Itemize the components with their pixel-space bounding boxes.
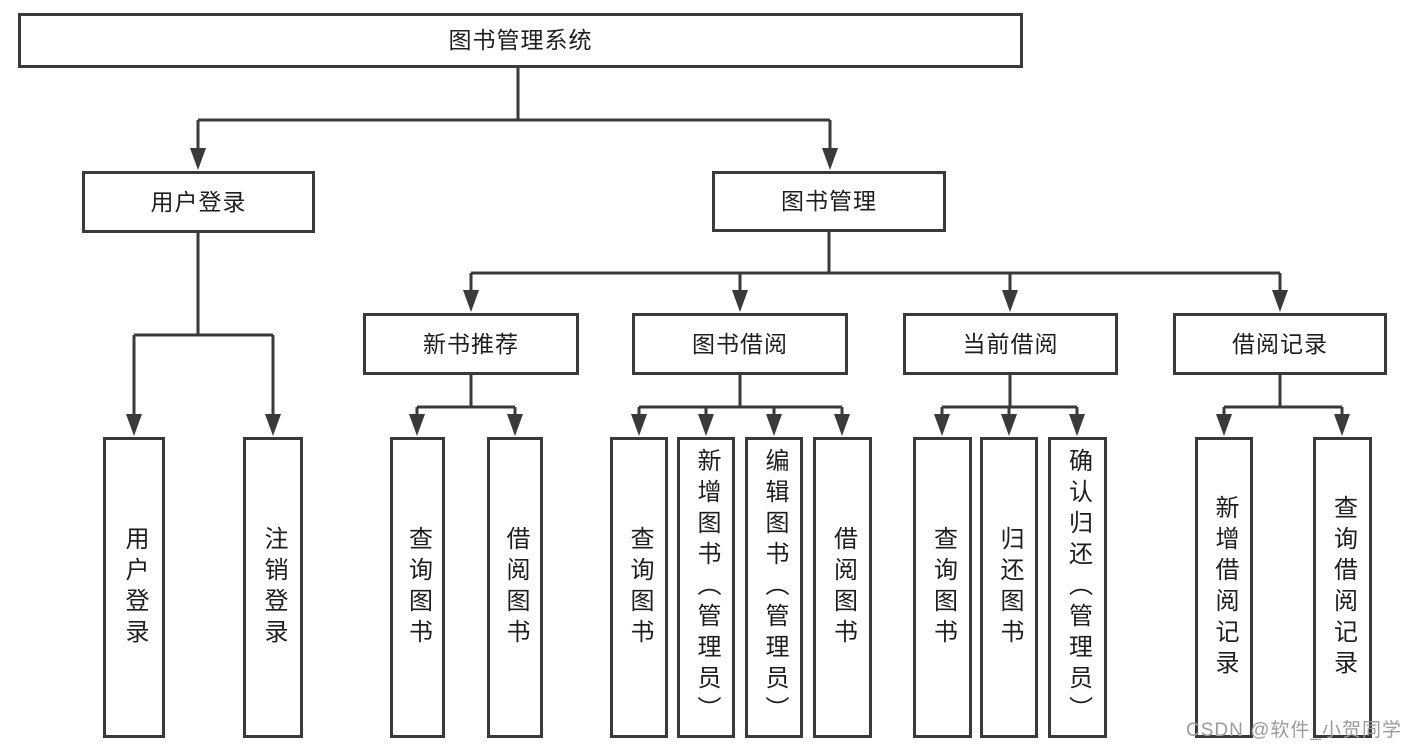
leaf-logout: 注销登录 (243, 437, 303, 738)
node-borrow-records: 借阅记录 (1173, 313, 1387, 375)
leaf-add-books-admin: 新增图书（管理员） (677, 437, 735, 738)
node-new-book-recommend: 新书推荐 (363, 313, 579, 375)
leaf-add-borrow-record: 新增借阅记录 (1195, 437, 1253, 738)
leaf-edit-books-admin: 编辑图书（管理员） (745, 437, 803, 738)
node-book-management: 图书管理 (712, 171, 946, 232)
leaf-borrow-books-recommend: 借阅图书 (487, 437, 543, 738)
leaf-query-books-borrow: 查询图书 (610, 437, 668, 738)
leaf-query-borrow-record: 查询借阅记录 (1313, 437, 1372, 738)
leaf-query-books-current: 查询图书 (913, 437, 972, 738)
node-book-borrow: 图书借阅 (632, 313, 848, 375)
leaf-borrow-books: 借阅图书 (813, 437, 872, 738)
csdn-watermark: CSDN @软件_小贺同学 (1186, 720, 1402, 741)
leaf-confirm-return-admin: 确认归还（管理员） (1048, 437, 1107, 738)
leaf-user-login: 用户登录 (103, 437, 165, 738)
node-current-borrow: 当前借阅 (903, 313, 1118, 375)
leaf-query-books-recommend: 查询图书 (390, 437, 445, 738)
leaf-return-books: 归还图书 (980, 437, 1038, 738)
node-library-management-system: 图书管理系统 (18, 13, 1023, 68)
node-user-login: 用户登录 (82, 171, 315, 233)
